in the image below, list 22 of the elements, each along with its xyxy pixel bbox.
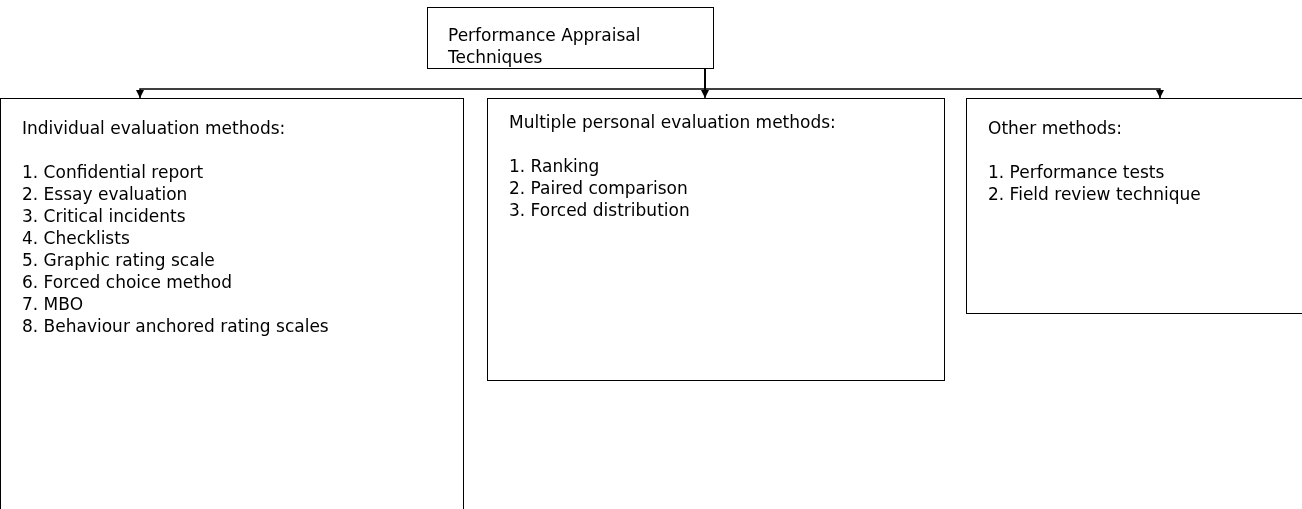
list-item: 3. Forced distribution (509, 199, 691, 221)
title-text: Performance Appraisal Techniques (448, 24, 642, 68)
category-heading: Multiple personal evaluation methods: (509, 111, 837, 133)
category-heading: Individual evaluation methods: (22, 117, 287, 139)
category-box (487, 98, 945, 381)
list-item: 3. Critical incidents (22, 205, 187, 227)
list-item: 5. Graphic rating scale (22, 249, 216, 271)
arrow (704, 68, 1164, 99)
list-item: 2. Paired comparison (509, 177, 689, 199)
list-item: 1. Confidential report (22, 161, 205, 183)
list-item: 2. Field review technique (988, 183, 1202, 205)
list-item: 7. MBO (22, 293, 85, 315)
list-item: 1. Ranking (509, 155, 601, 177)
category-heading: Other methods: (988, 117, 1123, 139)
list-item: 1. Performance tests (988, 161, 1166, 183)
category-box (0, 98, 464, 509)
category-box (966, 98, 1302, 314)
list-item: 6. Forced choice method (22, 271, 233, 293)
list-item: 4. Checklists (22, 227, 131, 249)
list-item: 8. Behaviour anchored rating scales (22, 315, 330, 337)
list-item: 2. Essay evaluation (22, 183, 189, 205)
title-box (427, 7, 714, 69)
